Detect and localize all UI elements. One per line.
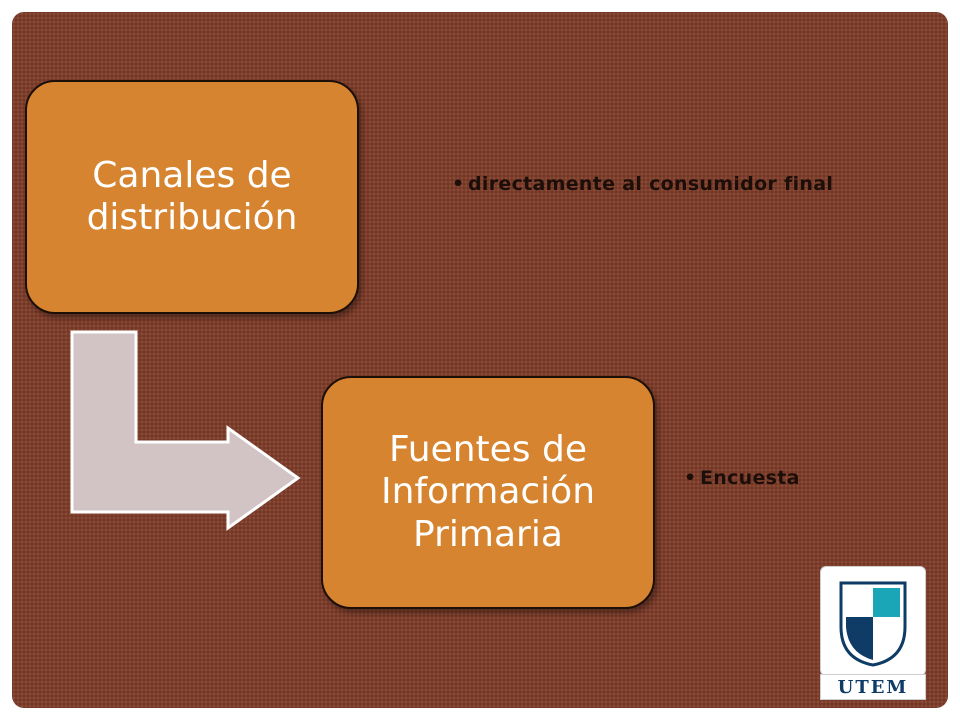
bullet-text: Encuesta <box>700 467 800 489</box>
connector-arrow <box>70 330 301 531</box>
box-label-line: distribución <box>86 197 298 238</box>
box-label-line: Canales de <box>92 154 292 196</box>
bullet-item-fuentes: • Encuesta <box>684 467 900 489</box>
logo-emblem-card <box>820 566 926 676</box>
box-label-line: Fuentes de <box>389 428 587 470</box>
process-box-canales: Canales de distribución <box>25 80 359 314</box>
shield-icon <box>839 581 907 667</box>
utem-logo: UTEM <box>820 566 926 704</box>
slide-canvas: Canales de distribución Fuentes de Infor… <box>12 12 948 708</box>
connector-arrow-shape <box>70 330 301 531</box>
box-label-line: Primaria <box>413 513 563 555</box>
process-box-fuentes: Fuentes de Información Primaria <box>321 376 655 609</box>
box-label-line: Información <box>380 471 596 513</box>
bullet-text: directamente al consumidor final <box>468 173 834 195</box>
bullet-item-canales: • directamente al consumidor final <box>452 173 928 195</box>
bullet-dot: • <box>684 467 697 489</box>
logo-wordmark: UTEM <box>820 674 926 700</box>
bullet-dot: • <box>452 173 465 195</box>
